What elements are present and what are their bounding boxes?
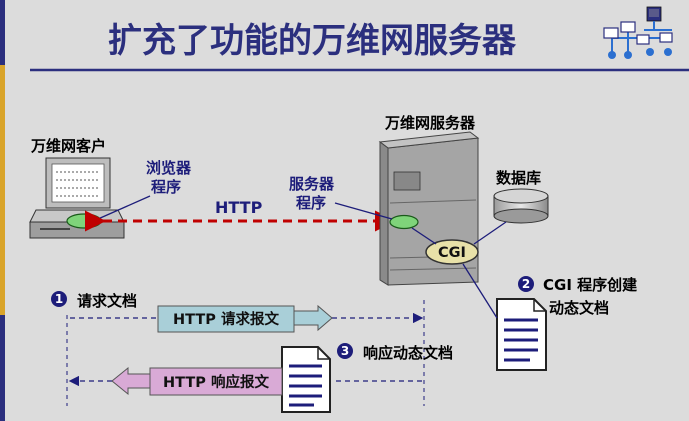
database-icon [493, 188, 549, 224]
server-program-ellipse [389, 214, 419, 230]
page-title: 扩充了功能的万维网服务器 [108, 21, 517, 61]
response-message-box [149, 367, 283, 396]
cgi-ellipse [425, 239, 479, 265]
database-label: 数据库 [496, 169, 541, 187]
browser-label-line2: 程序 [151, 178, 181, 196]
cgi-to-document-line [462, 263, 498, 319]
request-message-box [157, 305, 295, 333]
step-3-badge [337, 343, 353, 359]
step-1-number: 1 [55, 292, 63, 306]
http-label: HTTP [215, 198, 263, 217]
left-accent-mid [0, 65, 5, 315]
dynamic-document-icon-right [496, 298, 547, 371]
step-1-badge [51, 291, 67, 307]
cgi-to-database-line [473, 221, 507, 245]
step-2-label-line1: CGI 程序创建 [543, 276, 638, 294]
response-message-label: HTTP 响应报文 [163, 373, 269, 391]
step-2-badge [518, 276, 534, 292]
browser-label-line1: 浏览器 [146, 159, 192, 177]
client-label: 万维网客户 [30, 137, 106, 155]
step-2-label-line2: 动态文档 [549, 299, 609, 317]
browser-program-ellipse [66, 213, 102, 229]
request-arrow-head [293, 304, 333, 332]
cgi-label: CGI [438, 245, 466, 261]
request-message-label: HTTP 请求报文 [173, 310, 279, 328]
dynamic-document-icon-response [281, 346, 331, 413]
server-program-label-line1: 服务器 [289, 175, 335, 193]
server-program-label-line2: 程序 [296, 194, 326, 212]
server-to-cgi-line [411, 227, 437, 245]
network-logo-icon [603, 6, 673, 59]
server-title-label: 万维网服务器 [384, 114, 476, 132]
left-accent-bottom [0, 315, 5, 421]
step-3-number: 3 [341, 344, 349, 358]
step-3-label: 响应动态文档 [363, 344, 453, 362]
left-accent-top [0, 0, 5, 65]
step-2-number: 2 [522, 277, 530, 291]
response-arrow-head [111, 366, 151, 396]
server-program-pointer-line [334, 202, 393, 220]
step-1-label: 请求文档 [77, 292, 137, 310]
